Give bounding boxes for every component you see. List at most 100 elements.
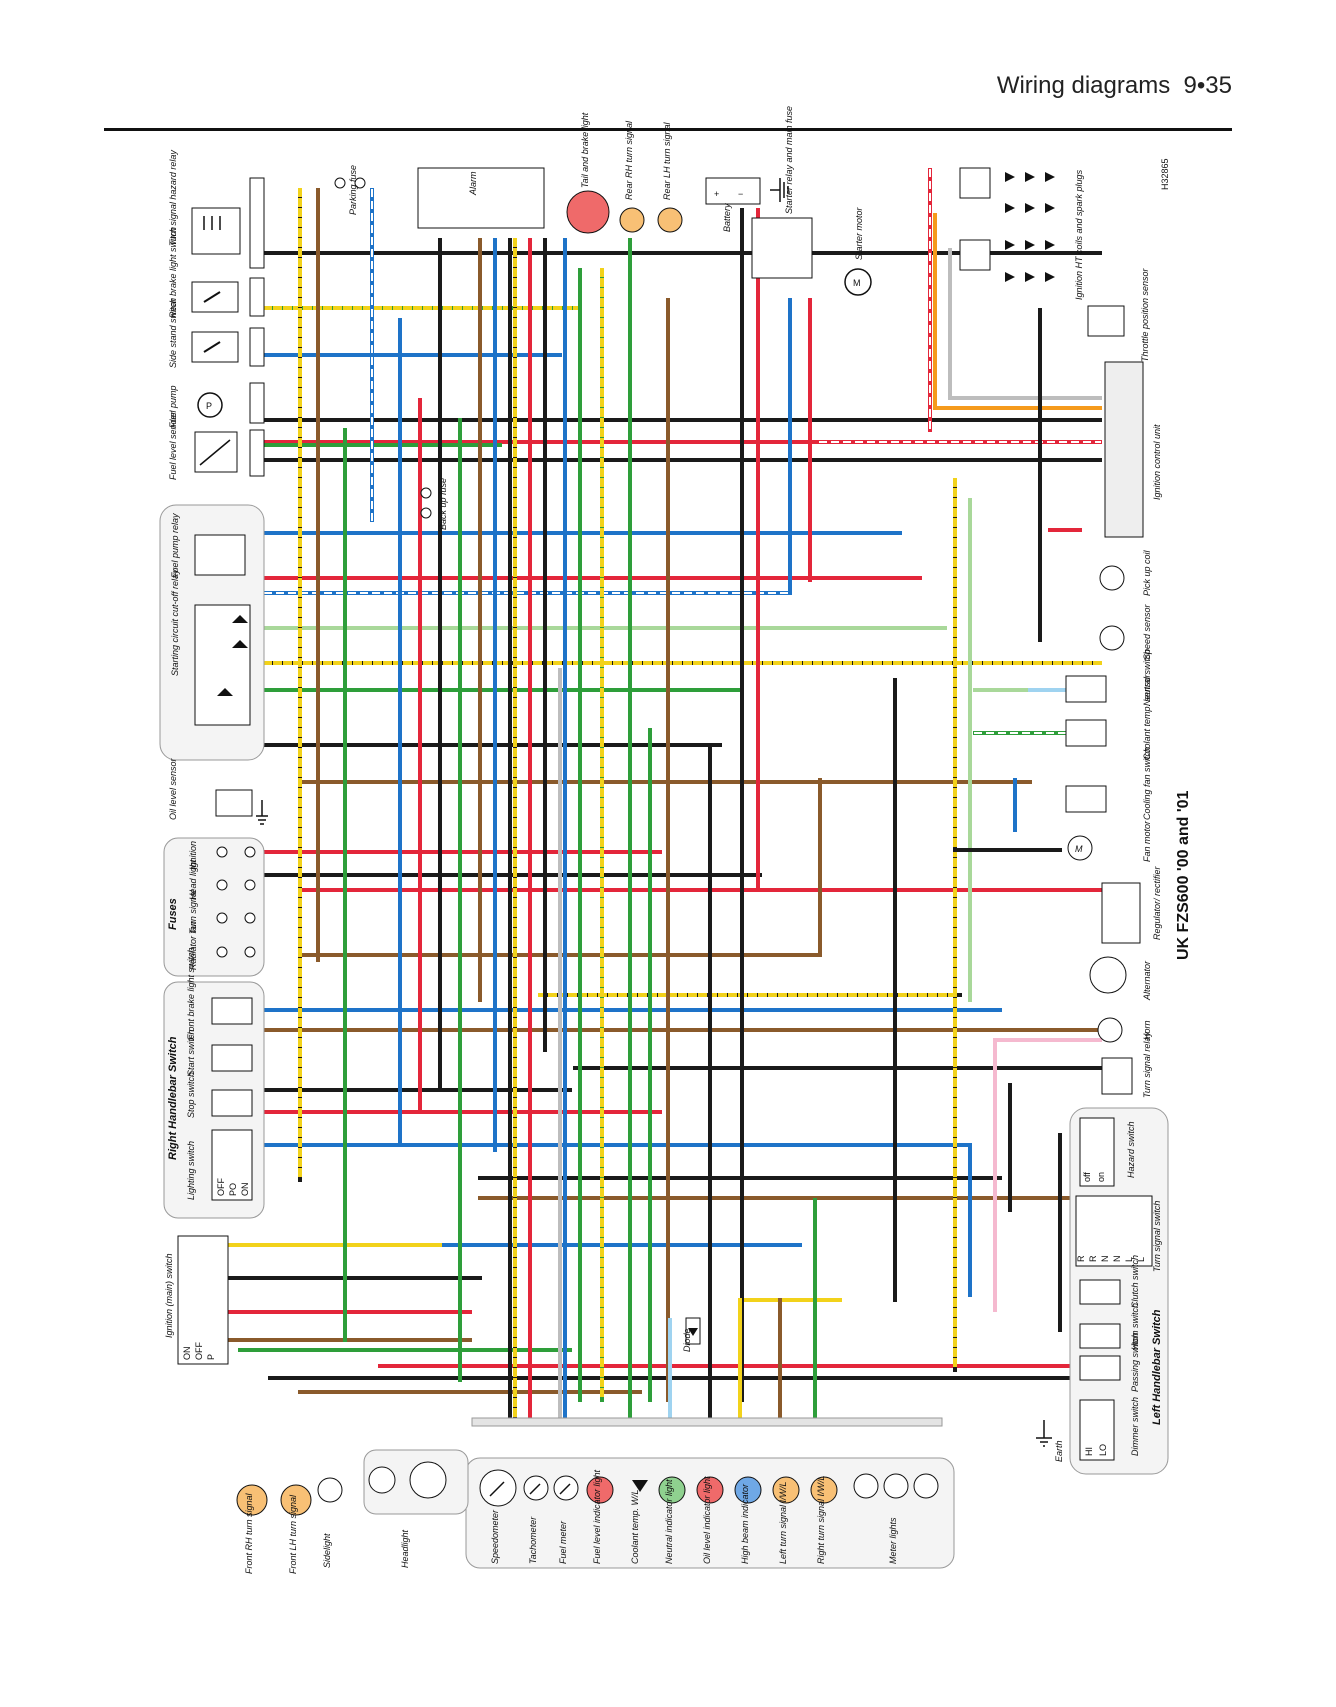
ignition-control-unit-box <box>1104 361 1144 538</box>
turn-signal-switch-box <box>1075 1195 1153 1267</box>
header-page-number: 9•35 <box>1183 72 1232 99</box>
oil-level-sensor-box <box>215 789 253 817</box>
turn-signal-relay-box <box>1101 1057 1133 1095</box>
right-turn-signal-wl-label: Right turn signal I/W/L <box>816 1475 826 1564</box>
hazard-switch-label: Hazard switch <box>1126 1121 1136 1178</box>
tachometer-needle <box>529 1483 541 1495</box>
back-up-fuse-terminal-b <box>420 507 432 519</box>
clutch-switch-label: Clutch switch <box>1130 1255 1140 1308</box>
diagram-code: H32865 <box>1160 158 1170 190</box>
turn-pos-r2: R <box>1088 1255 1098 1262</box>
front-rh-turn-signal-label: Front RH turn signal <box>244 1492 254 1574</box>
neutral-switch-box <box>1065 675 1107 703</box>
starting-circuit-cutoff-relay-label: Starting circuit cut-off relay <box>170 569 180 676</box>
turn-signal-hazard-relay-box <box>191 207 241 255</box>
diode-icon-2 <box>232 640 248 648</box>
header-title: Wiring diagrams <box>996 72 1171 99</box>
tail-brake-light-bulb <box>566 190 610 234</box>
earth-label: Earth <box>1054 1440 1064 1462</box>
meter-light-bulb-1 <box>853 1473 879 1499</box>
passing-switch-box <box>1079 1355 1121 1381</box>
speedometer-label: Speedometer <box>490 1509 500 1564</box>
tail-brake-light-label: Tail and brake light <box>580 112 590 188</box>
rear-lh-turn-signal-bulb <box>657 207 683 233</box>
spark-plugs-icon <box>1005 172 1055 282</box>
throttle-position-sensor-box <box>1087 305 1125 337</box>
side-stand-contact-icon <box>203 341 221 353</box>
dimmer-switch-box <box>1079 1399 1115 1461</box>
coolant-temp-sensor-box <box>1065 719 1107 747</box>
ignition-switch-box <box>177 1235 229 1365</box>
fuse-ignition-label: Ignition <box>188 841 198 870</box>
speed-sensor-label: Speed sensor <box>1142 603 1152 660</box>
ignition-coil-2 <box>959 239 991 271</box>
coolant-temp-sensor-label: Coolant temp. sensor <box>1142 673 1152 760</box>
fuel-level-connector <box>249 429 265 477</box>
front-lh-turn-signal-label: Front LH turn signal <box>288 1494 298 1574</box>
side-stand-connector <box>249 327 265 367</box>
alarm-label: Alarm <box>468 171 478 196</box>
bottom-components: Diode Front RH turn signal Front LH turn… <box>236 1317 955 1574</box>
meter-light-bulb-3 <box>913 1473 939 1499</box>
turn-signal-switch-label: Turn signal switch <box>1152 1201 1162 1272</box>
turn-pos-r1: R <box>1076 1255 1086 1262</box>
horn-label: Horn <box>1142 1020 1152 1040</box>
meter-light-bulb-2 <box>883 1473 909 1499</box>
battery-minus-icon: − <box>738 189 743 199</box>
alarm-box <box>417 167 545 229</box>
parking-fuse-label: Parking fuse <box>348 165 358 215</box>
neutral-switch-label: Neutral switch <box>1142 649 1152 706</box>
fuse-radiator-fan-label: Radiator fan <box>188 921 198 970</box>
battery-label: Battery <box>722 203 732 232</box>
pick-up-coil-label: Pick up coil <box>1142 549 1152 596</box>
right-handlebar-switch-title: Right Handlebar Switch <box>167 1036 179 1160</box>
speed-sensor-icon <box>1099 625 1125 651</box>
meter-lights-label: Meter lights <box>888 1517 898 1564</box>
ignition-position-on: ON <box>182 1347 192 1361</box>
diode-icon-1 <box>232 615 248 623</box>
turn-signal-hazard-relay-label: Turn signal hazard relay <box>168 150 178 246</box>
fuse-turn-signal: Turn signal <box>188 889 256 934</box>
lighting-switch-box <box>211 1129 253 1201</box>
fan-motor-icon <box>1067 835 1093 861</box>
hazard-position-on: on <box>1096 1172 1106 1182</box>
horn-icon <box>1097 1017 1123 1043</box>
sidelight-label: Sidelight <box>322 1533 332 1568</box>
fuse-head-light: Head light <box>188 859 256 900</box>
instrument-panel-bus <box>471 1417 943 1427</box>
lighting-position-on: ON <box>240 1183 250 1197</box>
wiring-harness <box>218 168 1102 1422</box>
starter-relay-label: Starter relay and main fuse <box>784 106 794 214</box>
cooling-fan-switch-label: Cooling fan switch <box>1142 747 1152 820</box>
lighting-position-po: PO <box>228 1183 238 1196</box>
regulator-rectifier-label: Regulator/ rectifier <box>1152 865 1162 940</box>
right-turn-signal-wl-bulb <box>810 1476 838 1504</box>
fuel-level-indicator-label: Fuel level indicator light <box>592 1469 602 1564</box>
relay-connector-block <box>249 177 265 269</box>
left-turn-signal-wl-label: Left turn signal I/W/L <box>778 1481 788 1564</box>
turn-signal-relay-label: Turn signal relay <box>1142 1032 1152 1098</box>
sidelight-bulb <box>317 1477 343 1503</box>
starter-relay-box <box>751 217 813 279</box>
fuses-title: Fuses <box>167 898 179 930</box>
starter-motor-icon <box>844 268 872 296</box>
oil-level-sensor-label: Oil level sensor <box>168 757 178 820</box>
rear-rh-turn-signal-bulb <box>619 207 645 233</box>
header-rule <box>104 128 1232 131</box>
side-stand-switch-label: Side stand switch <box>168 298 178 368</box>
hazard-position-off: off <box>1082 1172 1092 1182</box>
neutral-indicator-label: Neutral indicator light <box>664 1479 674 1564</box>
front-brake-light-switch-label: Front brake light switch <box>186 947 196 1040</box>
back-up-fuse-label: Back up fuse <box>438 478 448 530</box>
fuel-meter-label: Fuel meter <box>558 1520 568 1564</box>
speedometer-needle <box>489 1481 505 1497</box>
dimmer-position-lo: LO <box>1098 1444 1108 1456</box>
rear-rh-turn-signal-label: Rear RH turn signal <box>624 120 634 200</box>
earth-icon-battery <box>770 178 789 202</box>
starter-motor-symbol: M <box>853 278 861 288</box>
relay-coil-icon <box>203 216 221 230</box>
front-rh-turn-signal-bulb <box>236 1484 268 1516</box>
high-beam-indicator-label: High beam indicator <box>740 1483 750 1564</box>
hazard-switch-box <box>1079 1117 1115 1187</box>
fuel-pump-connector <box>249 382 265 424</box>
